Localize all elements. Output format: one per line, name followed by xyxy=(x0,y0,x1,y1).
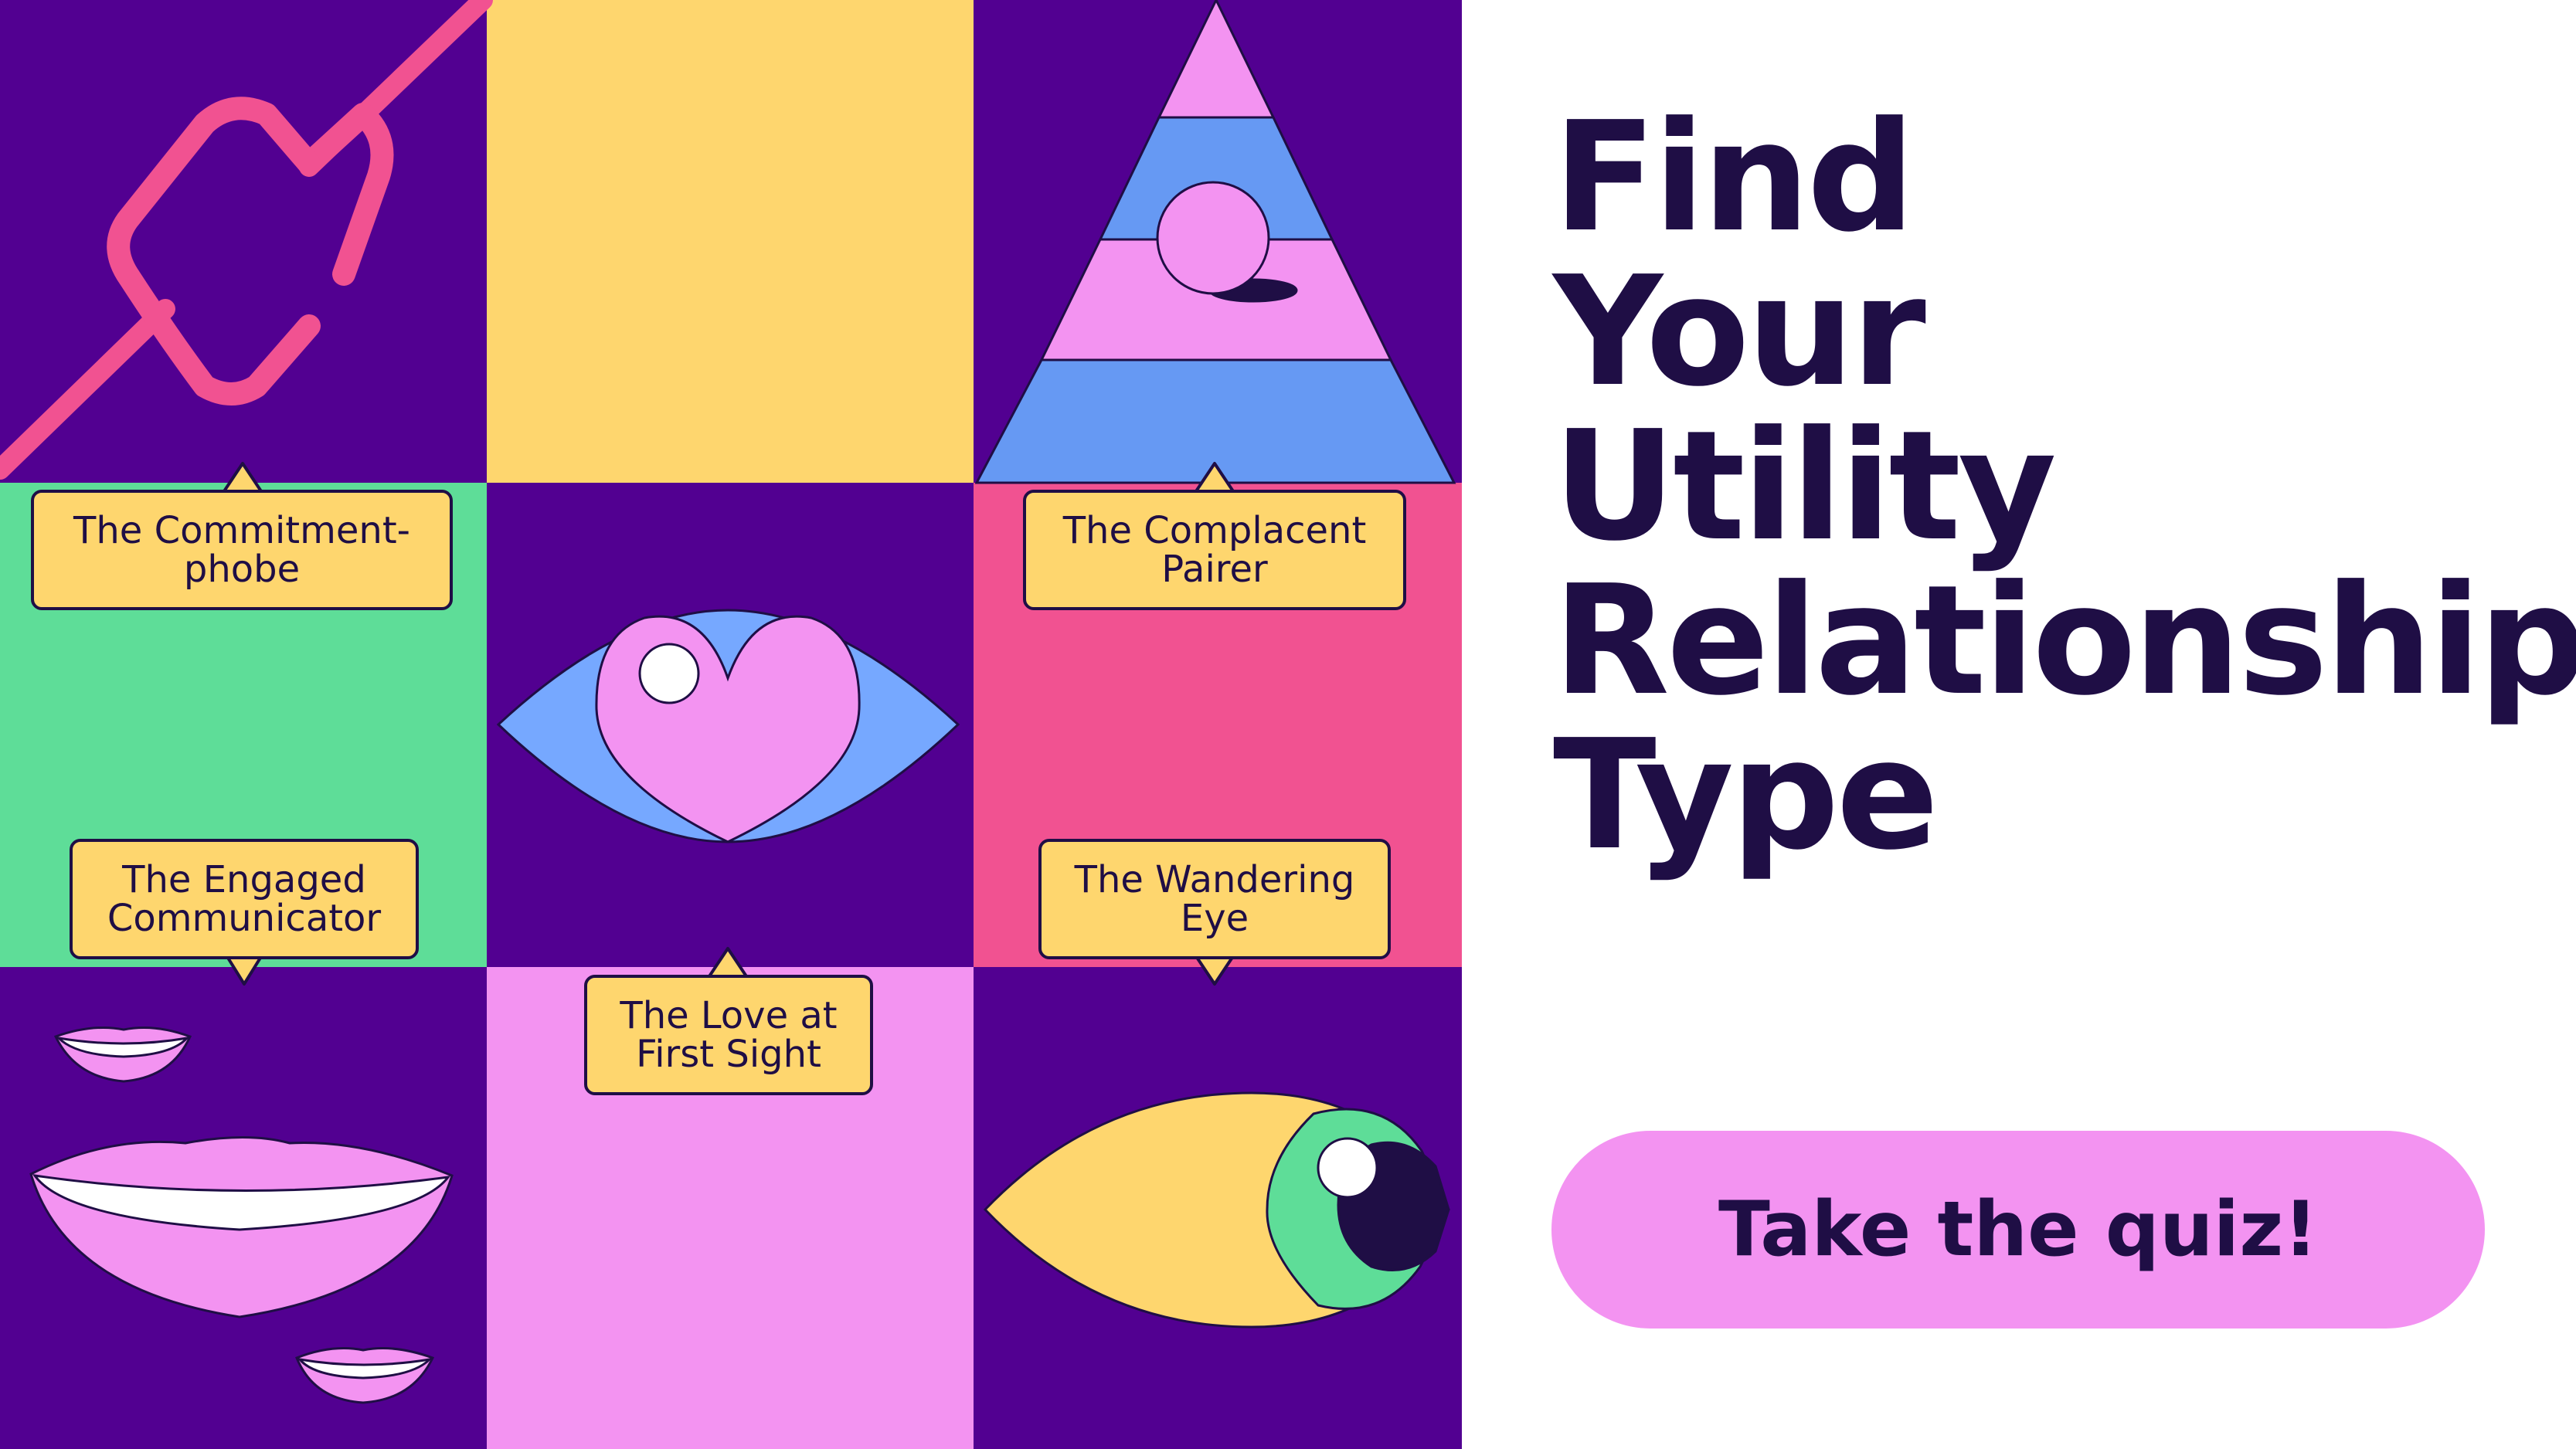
headline-line: Your xyxy=(1553,244,1926,420)
label-line: The Complacent xyxy=(1062,509,1367,552)
label-wandering-eye: The Wandering Eye xyxy=(1038,839,1391,959)
label-commitment-phobe: The Commitment- phobe xyxy=(31,490,453,610)
label-line: Pairer xyxy=(1161,548,1268,591)
headline-line: Relationship xyxy=(1553,553,2576,729)
label-line: Eye xyxy=(1180,897,1249,940)
smiling-lips-icon xyxy=(29,1026,454,1404)
label-line: The Wandering xyxy=(1074,858,1355,901)
broken-chain-icon xyxy=(0,0,493,480)
label-line: First Sight xyxy=(636,1033,821,1076)
label-line: The Engaged xyxy=(122,858,366,901)
heart-eye-icon xyxy=(496,609,960,843)
pyramid-with-ball-icon xyxy=(974,0,1456,484)
eye-icon xyxy=(983,1091,1450,1329)
label-line: The Love at xyxy=(620,994,838,1037)
headline-line: Find xyxy=(1553,90,1915,266)
label-engaged-communicator: The Engaged Communicator xyxy=(70,839,419,959)
label-complacent-pairer: The Complacent Pairer xyxy=(1023,490,1406,610)
label-line: phobe xyxy=(183,548,301,591)
relationship-type-mosaic: The Commitment- phobe The Complacent Pai… xyxy=(0,0,1462,1449)
headline-line: Utility xyxy=(1553,399,2057,575)
label-line: Communicator xyxy=(107,897,382,940)
take-quiz-button[interactable]: Take the quiz! xyxy=(1551,1131,2485,1329)
label-line: The Commitment- xyxy=(73,509,410,552)
label-love-at-first-sight: The Love at First Sight xyxy=(584,975,873,1095)
tile-yellow-top-middle xyxy=(487,0,974,483)
headline-line: Type xyxy=(1553,708,1939,884)
headline: Find Your Utility Relationship Type xyxy=(1553,100,2576,873)
